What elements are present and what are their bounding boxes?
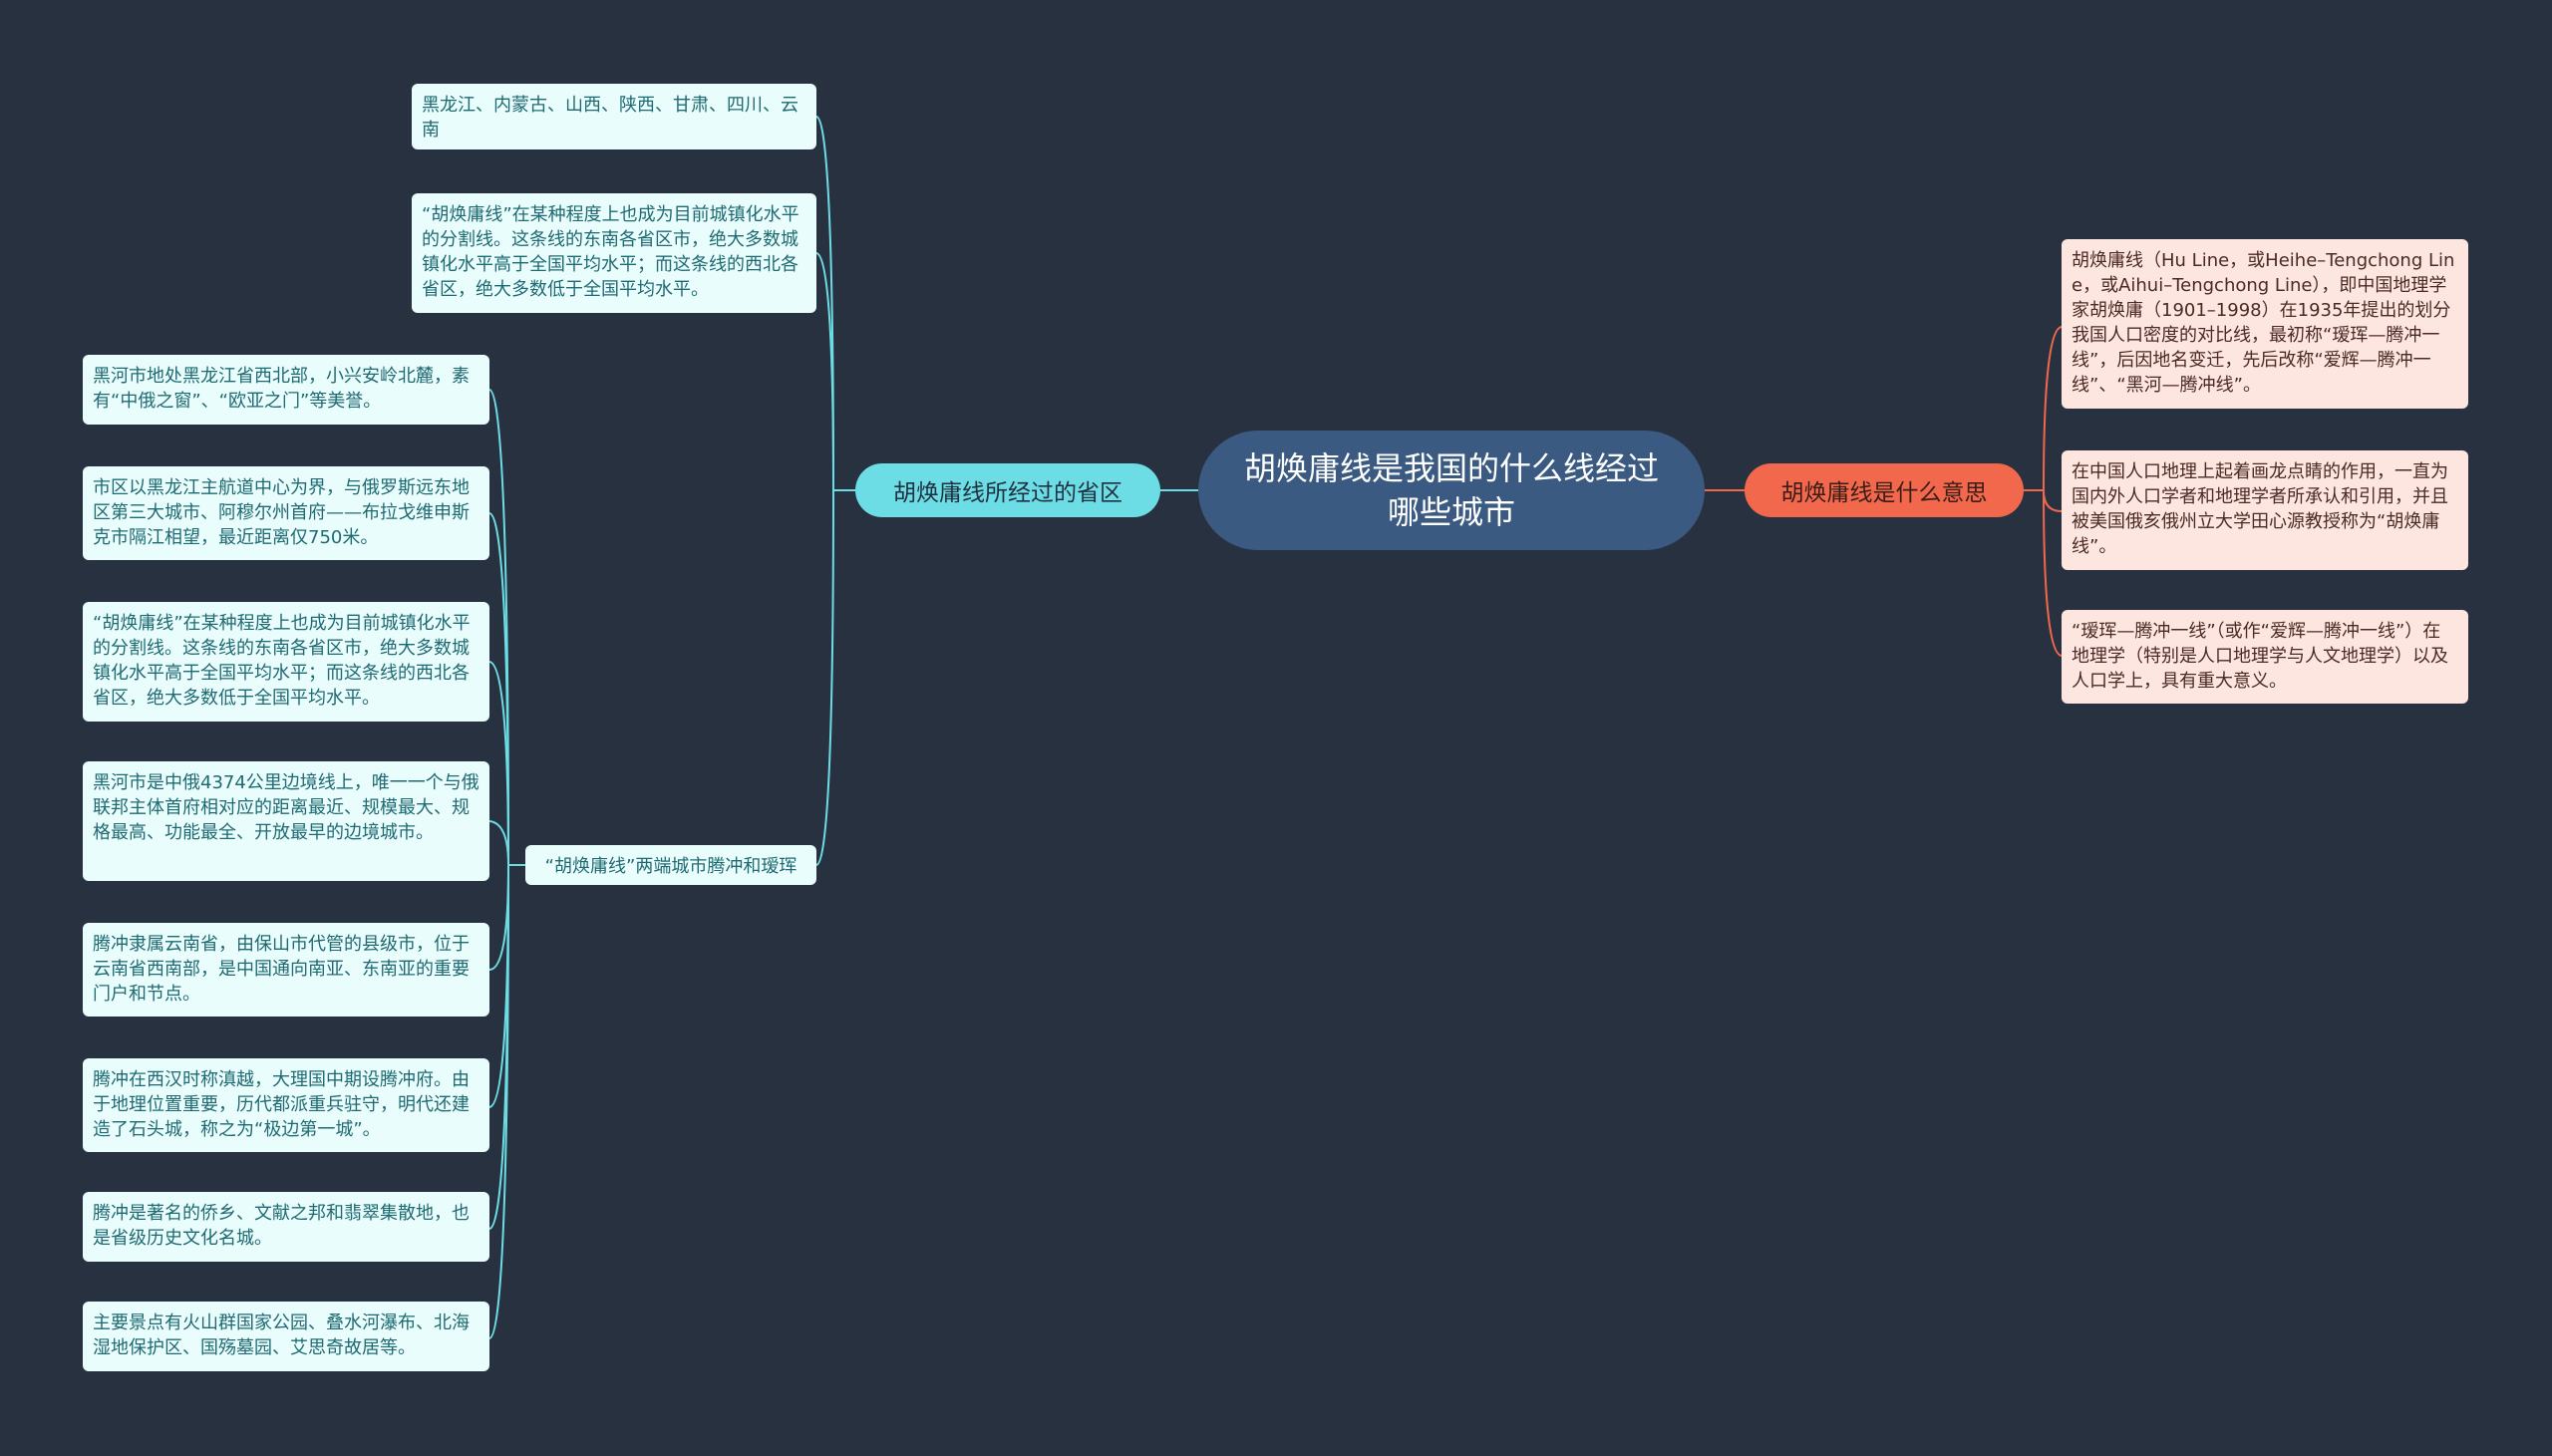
leaf-tengchong-history[interactable]: 腾冲在西汉时称滇越，大理国中期设腾冲府。由于地理位置重要，历代都派重兵驻守，明代… [83,1058,489,1152]
subtopic-endpoint-cities-label: “胡焕庸线”两端城市腾冲和瑷珲 [544,856,798,877]
leaf-text: 胡焕庸线（Hu Line，或Heihe–Tengchong Line，或Aihu… [2072,250,2455,396]
leaf-hu-line-significance[interactable]: “瑷珲—腾冲一线”（或作“爱辉—腾冲一线”）在地理学（特别是人口地理学与人文地理… [2062,610,2468,704]
branch-provinces-label: 胡焕庸线所经过的省区 [893,480,1122,506]
leaf-hu-line-recognition[interactable]: 在中国人口地理上起着画龙点睛的作用，一直为国内外人口学者和地理学者所承认和引用，… [2062,450,2468,570]
leaf-heihe-border-city[interactable]: 黑河市是中俄4374公里边境线上，唯一一个与俄联邦主体首府相对应的距离最近、规模… [83,761,489,881]
link-left-subnode [815,489,855,866]
leaf-text: 主要景点有火山群国家公园、叠水河瀑布、北海湿地保护区、国殇墓园、艾思奇故居等。 [93,1312,470,1358]
leaf-text: 腾冲是著名的侨乡、文献之邦和翡翠集散地，也是省级历史文化名城。 [93,1203,470,1249]
root-topic-label: 胡焕庸线是我国的什么线经过哪些城市 [1243,449,1659,531]
leaf-tengchong-location[interactable]: 腾冲隶属云南省，由保山市代管的县级市，位于云南省西南部，是中国通向南亚、东南亚的… [83,923,489,1017]
link-left-child-2 [815,252,855,491]
link-right-child-1 [2024,326,2063,491]
leaf-tengchong-sights[interactable]: 主要景点有火山群国家公园、叠水河瀑布、北海湿地保护区、国殇墓园、艾思奇故居等。 [83,1302,489,1371]
leaf-text: “胡焕庸线”在某种程度上也成为目前城镇化水平的分割线。这条线的东南各省区市，绝大… [93,613,471,709]
link-right-child-3 [2024,489,2063,657]
link-left-child-1 [815,116,855,491]
leaf-text: 在中国人口地理上起着画龙点睛的作用，一直为国内外人口学者和地理学者所承认和引用，… [2072,461,2448,557]
leaf-text: 市区以黑龙江主航道中心为界，与俄罗斯远东地区第三大城市、阿穆尔州首府——布拉戈维… [93,477,470,548]
branch-meaning-label: 胡焕庸线是什么意思 [1780,480,1988,506]
root-topic[interactable]: 胡焕庸线是我国的什么线经过哪些城市 [1198,431,1705,550]
leaf-heihe-border[interactable]: 市区以黑龙江主航道中心为界，与俄罗斯远东地区第三大城市、阿穆尔州首府——布拉戈维… [83,466,489,560]
leaf-tengchong-culture[interactable]: 腾冲是著名的侨乡、文献之邦和翡翠集散地，也是省级历史文化名城。 [83,1192,489,1262]
subtopic-endpoint-cities[interactable]: “胡焕庸线”两端城市腾冲和瑷珲 [525,845,816,885]
branch-meaning[interactable]: 胡焕庸线是什么意思 [1745,463,2024,517]
leaf-text: 黑龙江、内蒙古、山西、陕西、甘肃、四川、云南 [422,95,798,141]
leaf-text: “瑷珲—腾冲一线”（或作“爱辉—腾冲一线”）在地理学（特别是人口地理学与人文地理… [2072,621,2448,692]
leaf-heihe-location[interactable]: 黑河市地处黑龙江省西北部，小兴安岭北麓，素有“中俄之窗”、“欧亚之门”等美誉。 [83,355,489,425]
branch-provinces[interactable]: 胡焕庸线所经过的省区 [855,463,1160,517]
link-sub-3 [488,661,525,866]
leaf-text: 腾冲在西汉时称滇越，大理国中期设腾冲府。由于地理位置重要，历代都派重兵驻守，明代… [93,1069,470,1140]
leaf-hu-line-definition[interactable]: 胡焕庸线（Hu Line，或Heihe–Tengchong Line，或Aihu… [2062,239,2468,409]
leaf-text: “胡焕庸线”在某种程度上也成为目前城镇化水平的分割线。这条线的东南各省区市，绝大… [422,204,799,300]
leaf-text: 腾冲隶属云南省，由保山市代管的县级市，位于云南省西南部，是中国通向南亚、东南亚的… [93,934,470,1005]
leaf-urbanization-divide[interactable]: “胡焕庸线”在某种程度上也成为目前城镇化水平的分割线。这条线的东南各省区市，绝大… [412,193,816,313]
leaf-provinces-list[interactable]: 黑龙江、内蒙古、山西、陕西、甘肃、四川、云南 [412,84,816,149]
leaf-urbanization-repeat[interactable]: “胡焕庸线”在某种程度上也成为目前城镇化水平的分割线。这条线的东南各省区市，绝大… [83,602,489,722]
link-right-child-2 [2024,489,2063,512]
leaf-text: 黑河市地处黑龙江省西北部，小兴安岭北麓，素有“中俄之窗”、“欧亚之门”等美誉。 [93,366,470,412]
link-sub-8 [488,864,525,1339]
leaf-text: 黑河市是中俄4374公里边境线上，唯一一个与俄联邦主体首府相对应的距离最近、规模… [93,772,479,843]
